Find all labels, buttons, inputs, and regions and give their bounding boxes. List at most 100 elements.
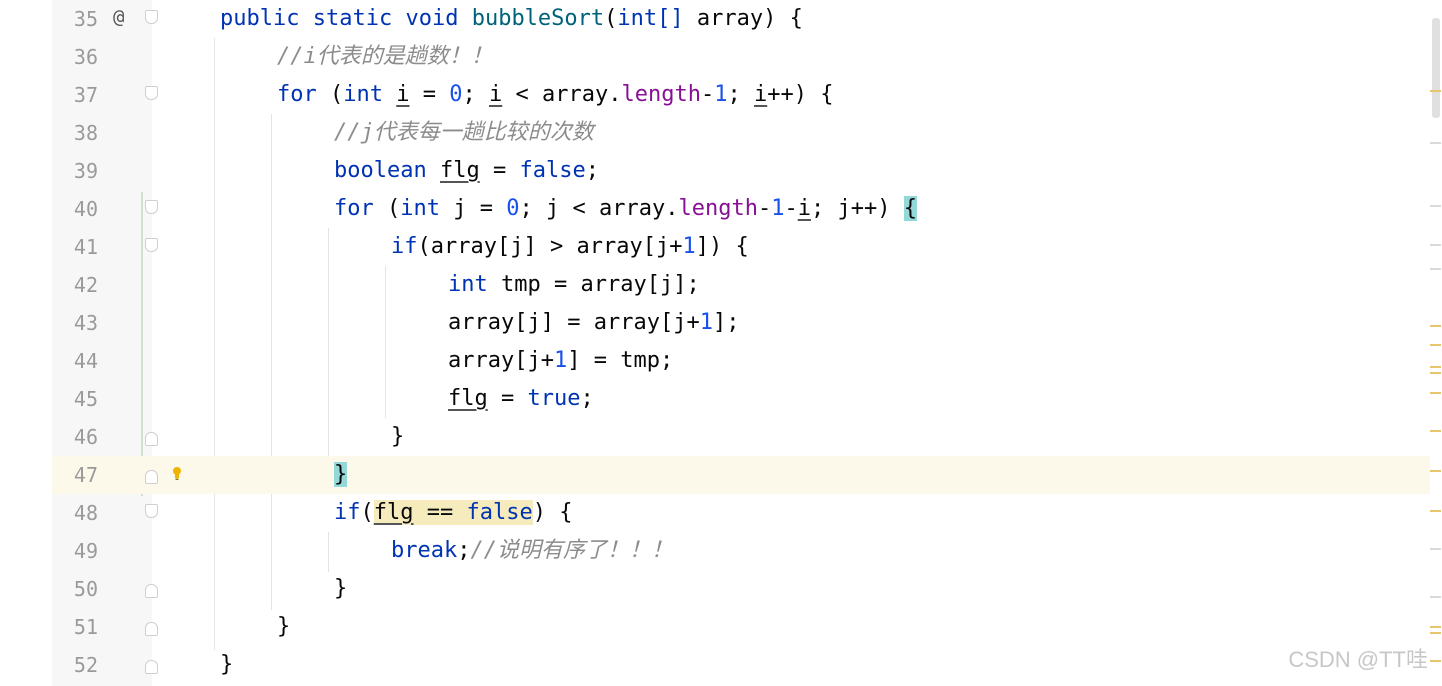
code-line: 51 } — [0, 608, 1442, 646]
code-text: } — [334, 576, 348, 601]
line-number[interactable]: 44 — [73, 349, 98, 373]
code-text: for (int j = 0; j < array.length-1-i; j+… — [334, 196, 917, 221]
line-number[interactable]: 49 — [73, 539, 98, 563]
code-text: if(flg == false) { — [334, 500, 573, 525]
line-number[interactable]: 42 — [73, 273, 98, 297]
override-icon[interactable]: @ — [113, 6, 125, 28]
code-line: 36 //i代表的是趟数！！ — [0, 38, 1442, 76]
stripe-marker[interactable] — [1430, 660, 1441, 662]
code-editor[interactable] — [152, 0, 1430, 686]
stripe-marker[interactable] — [1430, 632, 1441, 634]
line-number[interactable]: 51 — [73, 615, 98, 639]
code-text: boolean flg = false; — [334, 158, 599, 183]
line-number[interactable]: 37 — [73, 83, 98, 107]
code-line: 50 } — [0, 570, 1442, 608]
fold-toggle-icon[interactable] — [145, 10, 158, 24]
fold-end-icon[interactable] — [145, 432, 158, 446]
code-line: 35 @ public static void bubbleSort(int[]… — [0, 0, 1442, 38]
stripe-marker[interactable] — [1430, 430, 1441, 432]
line-number[interactable]: 36 — [73, 45, 98, 69]
indent-guide — [214, 38, 215, 650]
code-line: 44 array[j+1] = tmp; — [0, 342, 1442, 380]
comment: //j代表每一趟比较的次数 — [334, 120, 594, 145]
comment: //说明有序了！！！ — [470, 538, 673, 563]
code-line: 46 } — [0, 418, 1442, 456]
scrollbar-thumb[interactable] — [1432, 18, 1440, 118]
stripe-marker[interactable] — [1430, 366, 1441, 368]
code-line: 49 break;//说明有序了！！！ — [0, 532, 1442, 570]
line-number[interactable]: 38 — [73, 121, 98, 145]
code-text: } — [334, 456, 348, 494]
code-line: 42 int tmp = array[j]; — [0, 266, 1442, 304]
stripe-marker[interactable] — [1430, 470, 1441, 472]
fold-end-icon[interactable] — [145, 584, 158, 598]
fold-toggle-icon[interactable] — [145, 238, 158, 252]
matched-brace: { — [903, 196, 917, 221]
stripe-marker[interactable] — [1430, 372, 1441, 374]
code-line: 52 } — [0, 646, 1442, 684]
stripe-marker[interactable] — [1430, 392, 1441, 394]
fold-end-icon[interactable] — [145, 622, 158, 636]
line-number[interactable]: 43 — [73, 311, 98, 335]
code-line: 45 flg = true; — [0, 380, 1442, 418]
stripe-marker[interactable] — [1430, 90, 1441, 92]
code-line: 38 //j代表每一趟比较的次数 — [0, 114, 1442, 152]
fold-end-icon[interactable] — [145, 660, 158, 674]
matched-brace: } — [334, 462, 348, 487]
code-text: break;//说明有序了！！！ — [391, 538, 673, 563]
fold-end-icon[interactable] — [145, 470, 158, 484]
current-line-highlight — [52, 456, 1430, 494]
line-number[interactable]: 35 — [73, 7, 98, 31]
stripe-marker[interactable] — [1430, 268, 1441, 270]
line-number[interactable]: 50 — [73, 577, 98, 601]
indent-guide — [385, 266, 386, 418]
indent-guide — [271, 114, 272, 610]
stripe-marker[interactable] — [1430, 344, 1441, 346]
current-line: 47 } — [0, 456, 1442, 494]
watermark: CSDN @TT哇 — [1288, 647, 1428, 672]
stripe-marker[interactable] — [1430, 205, 1441, 207]
line-number[interactable]: 46 — [73, 425, 98, 449]
line-number[interactable]: 45 — [73, 387, 98, 411]
fold-toggle-icon[interactable] — [145, 86, 158, 100]
stripe-marker[interactable] — [1430, 548, 1441, 550]
editor-gutter[interactable] — [52, 0, 152, 686]
code-text: } — [220, 652, 234, 677]
code-text: flg = true; — [448, 386, 594, 411]
vcs-change-marker[interactable] — [141, 192, 143, 496]
stripe-marker[interactable] — [1430, 325, 1441, 327]
line-number[interactable]: 52 — [73, 653, 98, 677]
fold-toggle-icon[interactable] — [145, 200, 158, 214]
code-text: array[j+1] = tmp; — [448, 348, 674, 373]
code-line: 43 array[j] = array[j+1]; — [0, 304, 1442, 342]
stripe-marker[interactable] — [1430, 510, 1441, 512]
stripe-marker[interactable] — [1430, 626, 1441, 628]
code-text: } — [277, 614, 291, 639]
code-line: 39 boolean flg = false; — [0, 152, 1442, 190]
stripe-marker[interactable] — [1430, 596, 1441, 598]
line-number[interactable]: 40 — [73, 197, 98, 221]
editor-left-margin — [0, 0, 52, 686]
code-line: 40 for (int j = 0; j < array.length-1-i;… — [0, 190, 1442, 228]
line-number[interactable]: 48 — [73, 501, 98, 525]
code-line: 48 if(flg == false) { — [0, 494, 1442, 532]
comment: //i代表的是趟数！！ — [277, 44, 493, 69]
indent-guide — [328, 228, 329, 456]
line-number[interactable]: 39 — [73, 159, 98, 183]
code-line: 41 if(array[j] > array[j+1]) { — [0, 228, 1442, 266]
fold-toggle-icon[interactable] — [145, 504, 158, 518]
indent-guide — [328, 532, 329, 572]
code-text: for (int i = 0; i < array.length-1; i++)… — [277, 82, 834, 107]
code-text: array[j] = array[j+1]; — [448, 310, 740, 335]
usage-highlight: flg == false — [373, 500, 533, 525]
code-text: public static void bubbleSort(int[] arra… — [220, 6, 803, 31]
code-text: if(array[j] > array[j+1]) { — [391, 234, 749, 259]
line-number[interactable]: 47 — [73, 463, 98, 487]
stripe-marker[interactable] — [1430, 244, 1441, 246]
stripe-marker[interactable] — [1430, 142, 1441, 144]
code-text: } — [391, 424, 405, 449]
code-text: int tmp = array[j]; — [448, 272, 700, 297]
lightbulb-icon[interactable] — [172, 466, 182, 482]
line-number[interactable]: 41 — [73, 235, 98, 259]
code-line: 37 for (int i = 0; i < array.length-1; i… — [0, 76, 1442, 114]
